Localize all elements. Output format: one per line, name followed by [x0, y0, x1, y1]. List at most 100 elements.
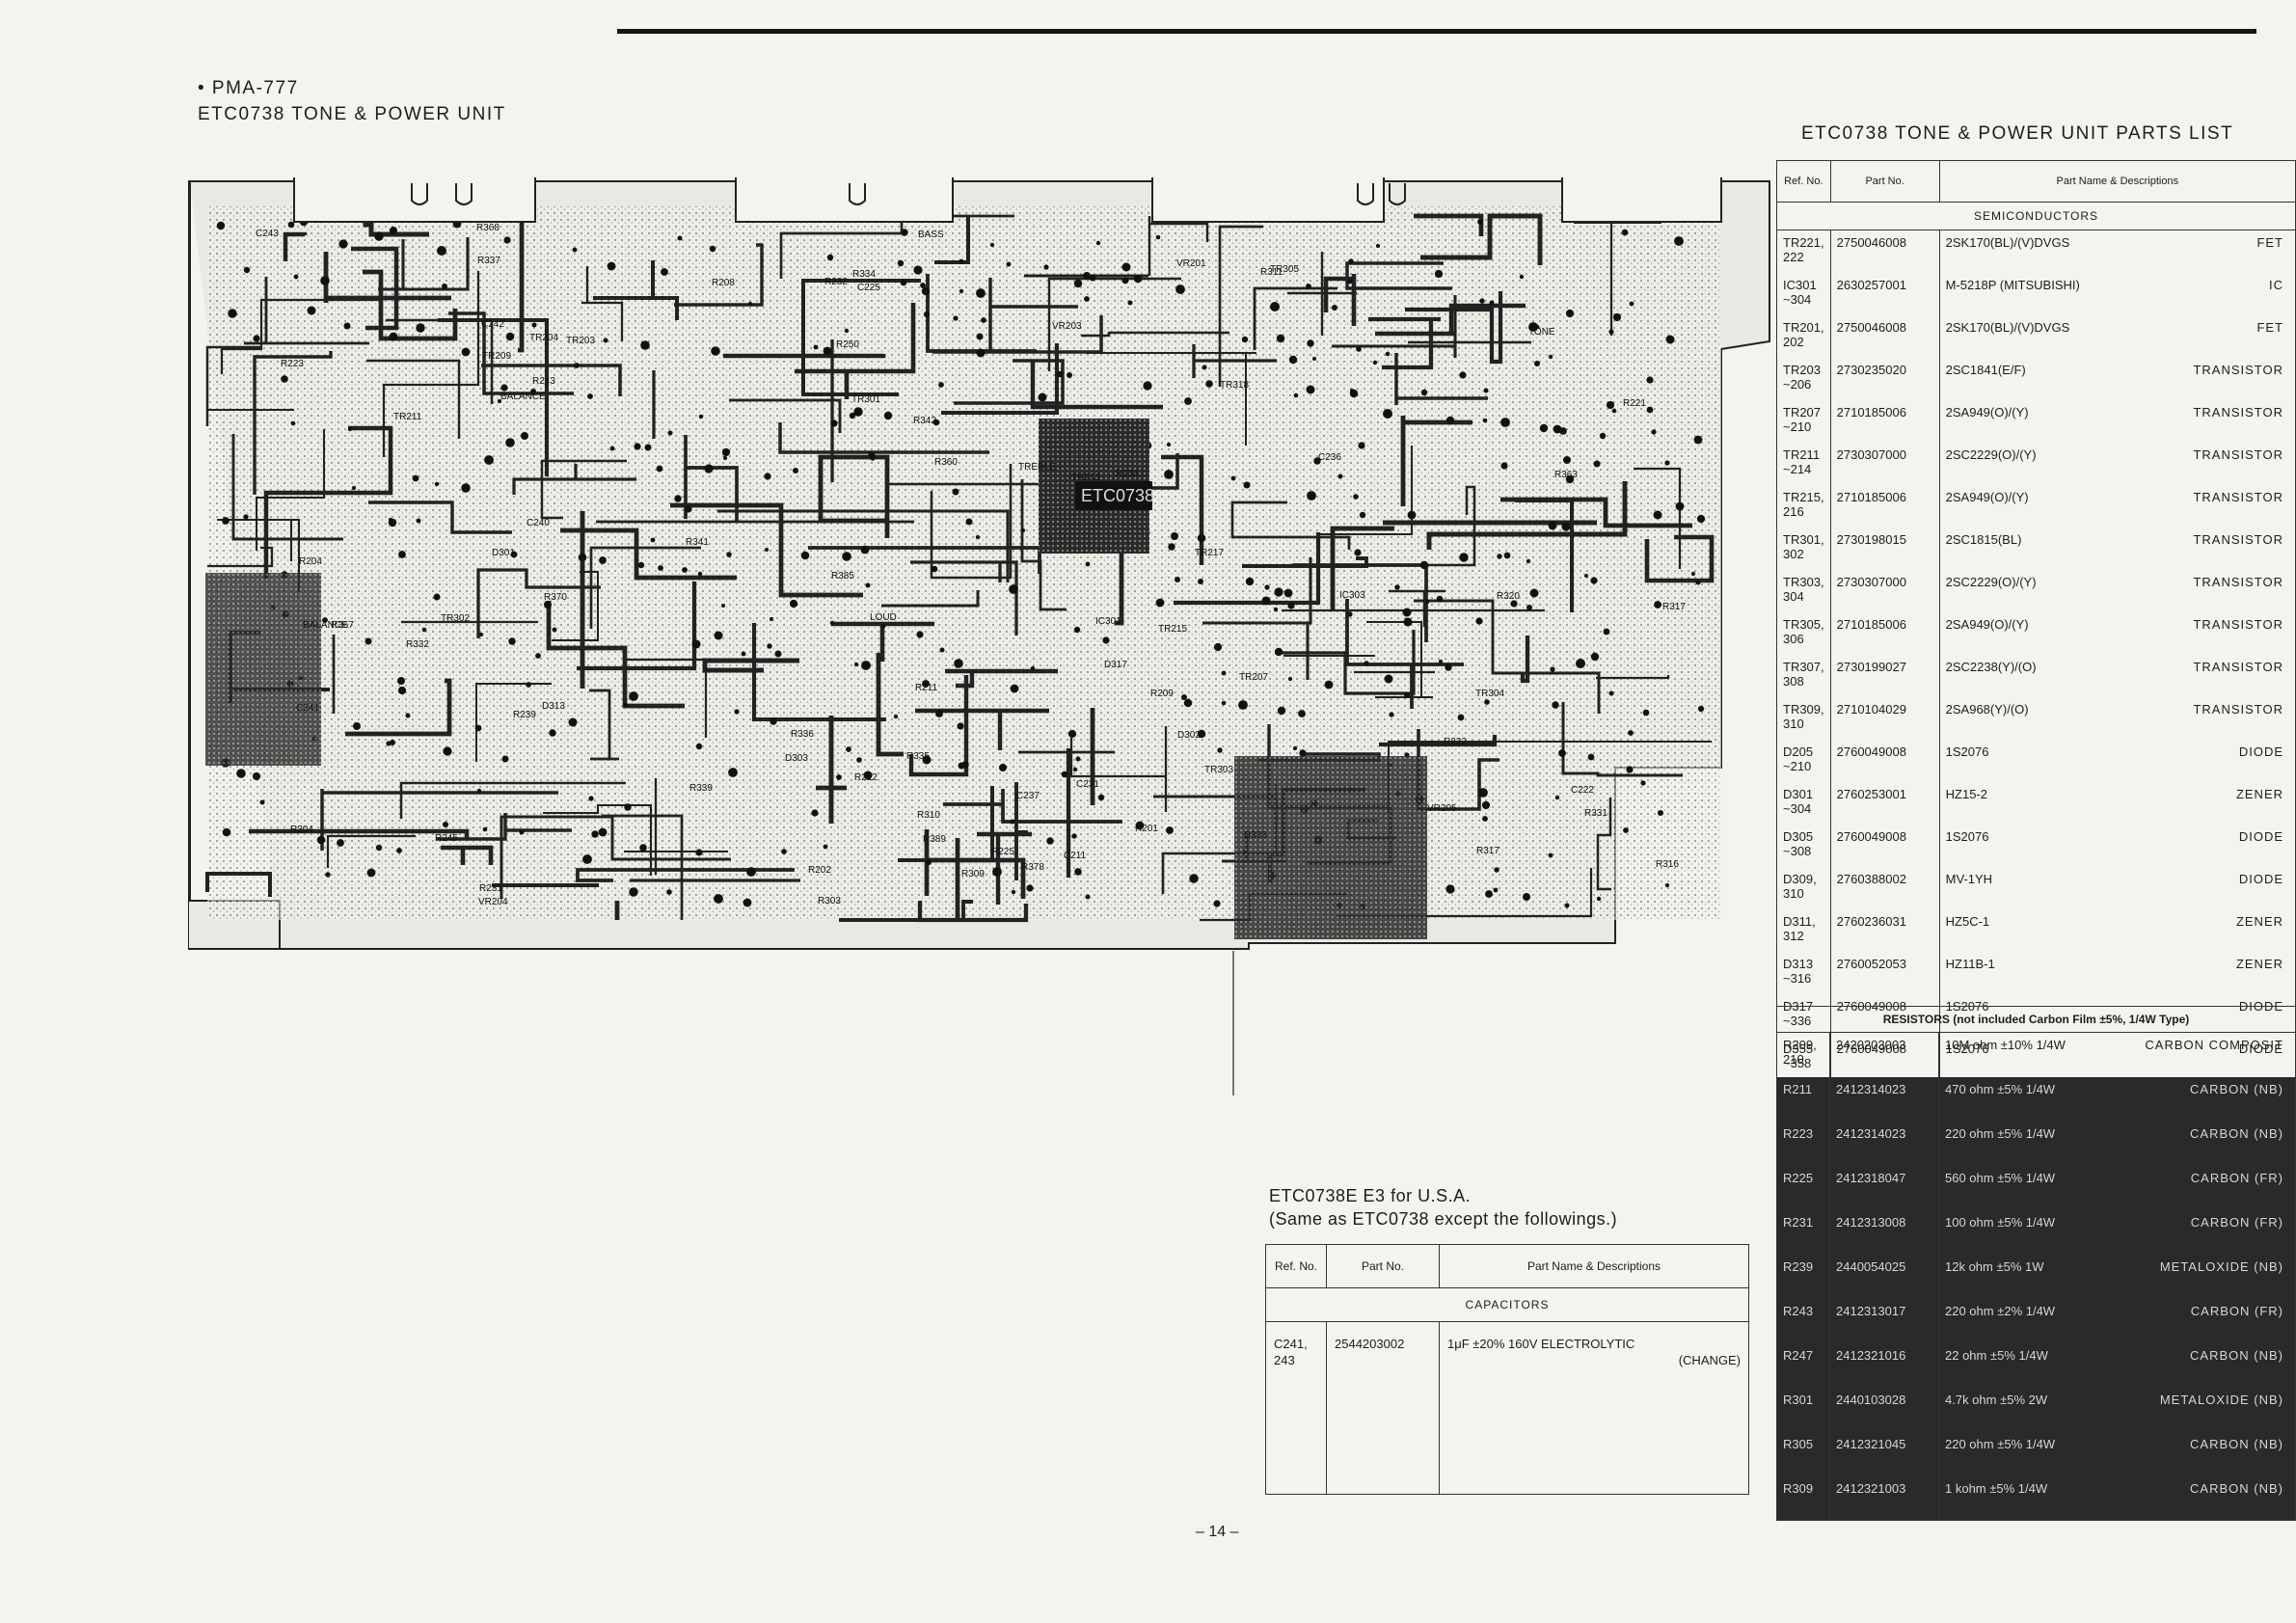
pad	[442, 284, 447, 289]
trace	[1323, 274, 1357, 326]
pad	[1061, 771, 1068, 778]
pad	[1288, 355, 1298, 365]
part-type: FET	[2256, 235, 2283, 250]
trace	[576, 868, 795, 882]
pad	[1067, 729, 1077, 739]
name-cell: 2SC1815(BL)TRANSISTOR	[1938, 527, 2296, 570]
part-name: 10M ohm ±10% 1/4W	[1945, 1038, 2066, 1052]
pad	[1603, 628, 1610, 636]
part-name: HZ5C-1	[1945, 914, 1990, 929]
pcb-label: R201	[1135, 824, 1158, 834]
part-name: HZ15-2	[1945, 787, 1987, 801]
pad	[588, 796, 594, 801]
pad	[343, 322, 351, 330]
pad	[1494, 867, 1499, 873]
pad	[957, 722, 964, 730]
pad	[1445, 416, 1455, 425]
trace	[801, 279, 921, 396]
ref-cell: TR303, 304	[1776, 570, 1831, 612]
part-type: FET	[2256, 320, 2283, 335]
pcb-label: R385	[831, 571, 854, 582]
pad	[535, 653, 541, 659]
ref-cell: R309	[1776, 1476, 1830, 1521]
pad	[1420, 389, 1428, 396]
pad	[1184, 397, 1192, 405]
trace	[1253, 286, 1337, 350]
trace	[1242, 556, 1368, 568]
pad	[461, 347, 471, 357]
pad	[1526, 605, 1532, 610]
pad	[721, 447, 731, 457]
pad	[1143, 381, 1152, 391]
pad	[1389, 712, 1394, 717]
part-type: METALOXIDE (NB)	[2159, 1259, 2283, 1274]
pad	[552, 627, 557, 633]
pad	[661, 268, 668, 276]
pad	[1436, 595, 1444, 603]
pad	[1359, 511, 1366, 519]
pad	[883, 411, 893, 420]
pad	[474, 724, 482, 732]
pad	[505, 438, 515, 447]
name-cell: 2SC1841(E/F)TRANSISTOR	[1938, 358, 2296, 400]
pad	[1261, 596, 1271, 606]
pad	[503, 236, 511, 244]
e3-header-name: Part Name & Descriptions	[1439, 1244, 1749, 1288]
pad	[880, 623, 886, 629]
pad	[582, 854, 592, 864]
pad	[656, 465, 663, 473]
ref-cell: D205 ~210	[1776, 740, 1831, 782]
pad	[893, 714, 899, 719]
pad	[478, 632, 484, 637]
pad	[1243, 481, 1251, 489]
pad	[1438, 659, 1444, 664]
pad	[1011, 889, 1016, 895]
pad	[900, 279, 907, 286]
pad	[1298, 710, 1306, 717]
pad	[823, 844, 828, 850]
pcb-label: R363	[1554, 470, 1578, 480]
pad	[530, 389, 536, 394]
page-header: • PMA-777 ETC0738 TONE & POWER UNIT	[198, 75, 506, 127]
pad	[347, 426, 353, 432]
trace	[1426, 481, 1628, 550]
e3-header-ref: Ref. No.	[1265, 1244, 1327, 1288]
pad	[1564, 903, 1570, 908]
page-number: – 14 –	[1196, 1524, 1239, 1540]
pad	[711, 346, 720, 356]
name-wrap: 2SC2229(O)/(Y)TRANSISTOR	[1946, 447, 2289, 462]
pad	[1559, 427, 1567, 435]
pad	[1674, 236, 1684, 246]
board-label: ETC0738	[1081, 486, 1154, 505]
trace	[602, 814, 684, 920]
part-name: 470 ohm ±5% 1/4W	[1945, 1082, 2056, 1096]
pad	[667, 430, 673, 436]
part-name: 1S2076	[1945, 829, 1989, 844]
pad	[1500, 462, 1508, 470]
pad	[1654, 601, 1661, 609]
section-semiconductors: SEMICONDUCTORS	[1776, 202, 2296, 230]
pad	[823, 346, 832, 356]
part-no-cell: 2412318047	[1829, 1166, 1939, 1210]
part-name: 4.7k ohm ±5% 2W	[1945, 1393, 2048, 1407]
pcb-label: R209	[1150, 689, 1174, 699]
pcb-label: TR211	[393, 412, 422, 422]
pcb-label: TR204	[529, 333, 558, 343]
trace	[954, 359, 1065, 405]
pad	[243, 514, 249, 520]
pad	[388, 517, 393, 523]
pad	[1217, 747, 1223, 753]
